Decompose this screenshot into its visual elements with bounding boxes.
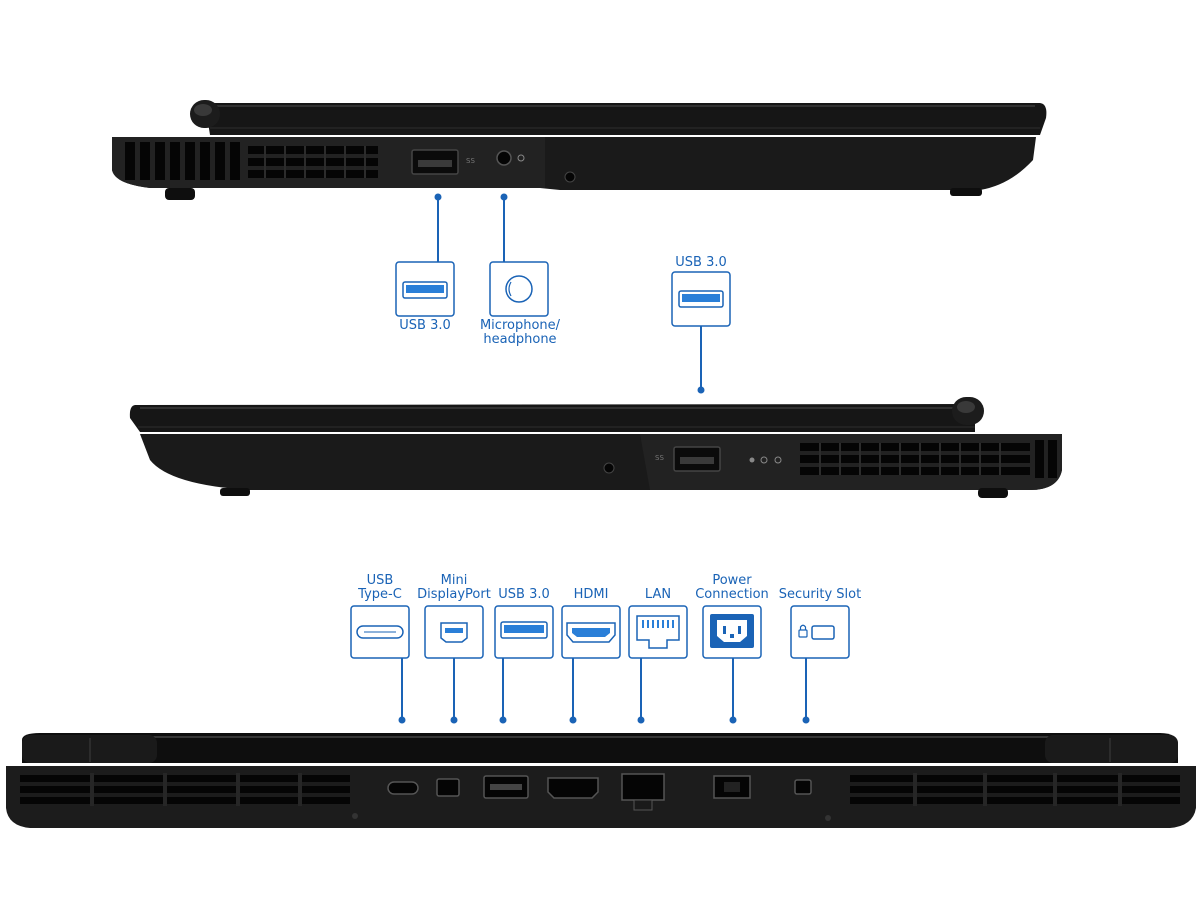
callout-mini-displayport — [424, 605, 484, 724]
usb-a-icon — [402, 281, 448, 299]
label-line: USB — [366, 573, 394, 588]
callout-usb3-left — [395, 193, 455, 317]
label-line: USB 3.0 — [675, 255, 727, 270]
laptop-left-side-view: SS — [112, 100, 1047, 200]
label-line: LAN — [644, 587, 672, 602]
hdmi-icon-pins — [572, 628, 610, 637]
callout-power — [702, 605, 762, 724]
power-connector-icon — [710, 614, 754, 648]
label-line: Microphone/ — [479, 318, 561, 333]
label-line: HDMI — [573, 587, 609, 602]
label-lan: LAN — [628, 588, 688, 602]
label-line: Power — [712, 573, 752, 588]
label-line: Security Slot — [778, 587, 862, 602]
label-audio-jack: Microphone/ headphone — [470, 319, 570, 347]
label-usb3-rear: USB 3.0 — [492, 588, 556, 602]
label-line: USB 3.0 — [498, 587, 550, 602]
mini-displayport-icon-pins — [445, 628, 463, 633]
usb-a-icon-tongue — [504, 625, 544, 633]
label-hdmi: HDMI — [561, 588, 621, 602]
callout-usb3-rear — [494, 605, 554, 724]
label-line: headphone — [483, 332, 557, 347]
callout-security-slot — [790, 605, 850, 724]
callout-lan — [628, 605, 688, 724]
label-usb-c: USB Type-C — [345, 574, 415, 602]
callout-usb-c — [350, 605, 410, 724]
label-security-slot: Security Slot — [770, 588, 870, 602]
label-line: DisplayPort — [417, 587, 491, 602]
label-mini-displayport: Mini DisplayPort — [412, 574, 496, 602]
label-line: USB 3.0 — [399, 318, 451, 333]
callout-hdmi — [561, 605, 621, 724]
lock-slot-icon — [798, 624, 835, 640]
label-line: Mini — [440, 573, 468, 588]
svg-text:SS: SS — [466, 157, 475, 165]
label-line: Type-C — [358, 587, 402, 602]
label-line: Connection — [695, 587, 769, 602]
label-power: Power Connection — [690, 574, 774, 602]
laptop-rear-view — [6, 733, 1196, 828]
label-usb3-right: USB 3.0 — [671, 256, 731, 270]
usb-a-icon — [678, 290, 724, 308]
callout-usb3-right — [671, 271, 731, 394]
label-usb3-left: USB 3.0 — [395, 319, 455, 333]
laptop-right-side-view: SS — [129, 397, 1062, 498]
callout-audio-jack — [489, 193, 549, 317]
audio-jack-icon — [505, 275, 533, 303]
ethernet-icon — [636, 615, 680, 649]
svg-text:SS: SS — [655, 454, 664, 462]
